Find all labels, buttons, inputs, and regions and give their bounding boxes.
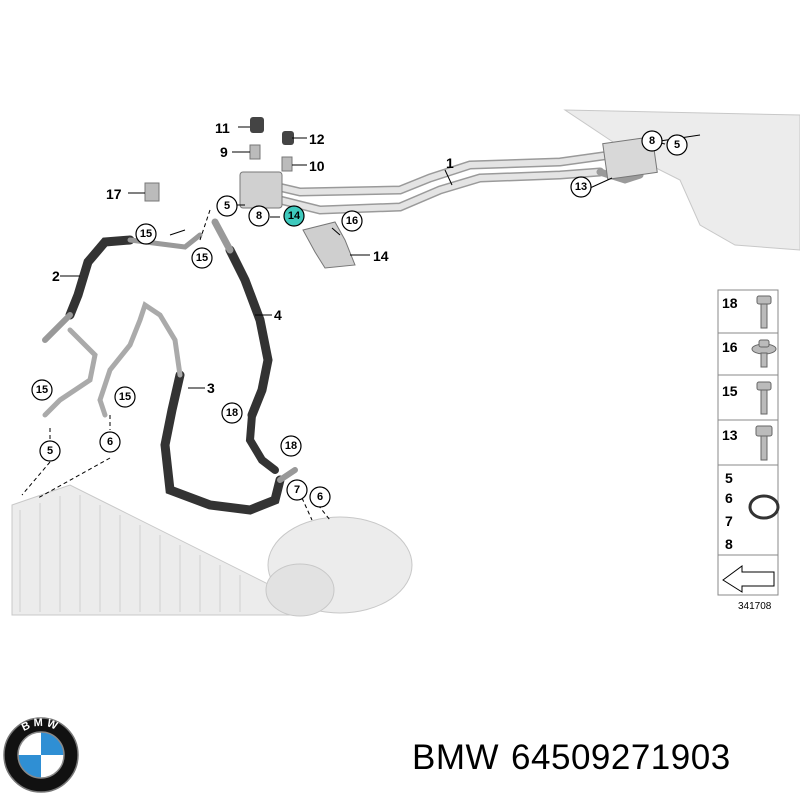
fitting-block-upper <box>239 171 283 209</box>
legend-item-7: 7 <box>725 513 733 529</box>
part-9-valve <box>249 144 261 160</box>
brand-name: BMW <box>412 738 500 777</box>
svg-text:15: 15 <box>196 252 208 264</box>
callout-numbers: 5 8 14 16 15 15 8 5 13 15 15 5 6 18 18 7… <box>36 135 680 503</box>
legend-item-15: 15 <box>722 383 738 399</box>
svg-text:5: 5 <box>674 139 680 151</box>
legend-item-5: 5 <box>725 470 733 486</box>
svg-text:8: 8 <box>256 210 262 222</box>
callout-c18b <box>280 435 302 457</box>
svg-text:15: 15 <box>36 384 48 396</box>
part-10-valve <box>281 156 293 172</box>
svg-text:6: 6 <box>317 491 323 503</box>
svg-text:11: 11 <box>215 120 230 136</box>
callout-c14hl <box>283 205 305 227</box>
drawing-number: 341708 <box>738 601 772 612</box>
callout-c7 <box>286 479 308 501</box>
svg-text:15: 15 <box>119 391 131 403</box>
callout-c15d <box>114 386 136 408</box>
legend-item-16: 16 <box>722 339 738 355</box>
callout-c8b <box>641 130 663 152</box>
svg-text:12: 12 <box>309 131 325 147</box>
svg-text:14: 14 <box>373 248 389 264</box>
svg-text:18: 18 <box>285 440 297 452</box>
part-12-cap <box>282 131 294 145</box>
svg-text:13: 13 <box>575 181 587 193</box>
compressor-pulley-ghost <box>265 563 335 617</box>
part-11-cap <box>250 117 264 133</box>
callout-c15a <box>135 223 157 245</box>
svg-text:10: 10 <box>309 158 325 174</box>
small-parts <box>144 117 356 269</box>
svg-text:8: 8 <box>649 135 655 147</box>
svg-text:5: 5 <box>224 200 230 212</box>
callout-c6a <box>99 431 121 453</box>
hex-bolt-icon <box>755 425 773 461</box>
bolt-icon <box>756 295 772 329</box>
radiator-fins <box>19 495 241 612</box>
svg-text:9: 9 <box>220 144 228 160</box>
part-17-sensor <box>144 182 160 202</box>
evaporator-housing <box>563 109 800 251</box>
svg-text:15: 15 <box>140 228 152 240</box>
hose-4 <box>211 218 279 474</box>
legend-item-13: 13 <box>722 427 738 443</box>
arrow-symbol-icon <box>722 565 775 593</box>
part-caption: BMW 64509271903 <box>412 738 792 788</box>
o-ring-icon <box>748 494 780 520</box>
callout-c8a <box>248 205 270 227</box>
callout-c13 <box>570 176 592 198</box>
svg-text:14: 14 <box>288 210 301 222</box>
part-number: 64509271903 <box>511 738 731 777</box>
callout-c16 <box>341 210 363 232</box>
svg-text:7: 7 <box>294 484 300 496</box>
screw-icon <box>756 381 772 415</box>
callout-c5b <box>666 134 688 156</box>
legend-item-6: 6 <box>725 490 733 506</box>
callout-c15b <box>191 247 213 269</box>
parts-legend: 18 16 15 13 5 6 7 8 341708 <box>717 289 780 612</box>
part-16-bracket <box>302 221 356 269</box>
dashed-leaders <box>21 209 331 521</box>
svg-text:5: 5 <box>47 445 53 457</box>
svg-text:4: 4 <box>274 307 282 323</box>
svg-text:6: 6 <box>107 436 113 448</box>
callout-c15c <box>31 379 53 401</box>
callout-c6b <box>309 486 331 508</box>
svg-text:BMW: BMW <box>20 717 62 734</box>
callout-c5a <box>216 195 238 217</box>
callout-c18a <box>221 402 243 424</box>
svg-text:2: 2 <box>52 268 60 284</box>
legend-item-18: 18 <box>722 295 738 311</box>
svg-text:1: 1 <box>446 155 454 171</box>
callout-c5c <box>39 440 61 462</box>
plain-labels: 11 9 12 10 17 2 4 3 1 14 <box>52 120 454 396</box>
hose-3 <box>97 301 298 515</box>
bmw-logo-icon: BMW <box>3 717 79 793</box>
flange-bolt-icon <box>751 339 777 368</box>
svg-text:17: 17 <box>106 186 122 202</box>
svg-text:18: 18 <box>226 407 238 419</box>
legend-item-8: 8 <box>725 536 733 552</box>
pipe-1 <box>265 145 645 215</box>
svg-text:3: 3 <box>207 380 215 396</box>
callouts <box>31 130 688 508</box>
svg-text:16: 16 <box>346 215 358 227</box>
